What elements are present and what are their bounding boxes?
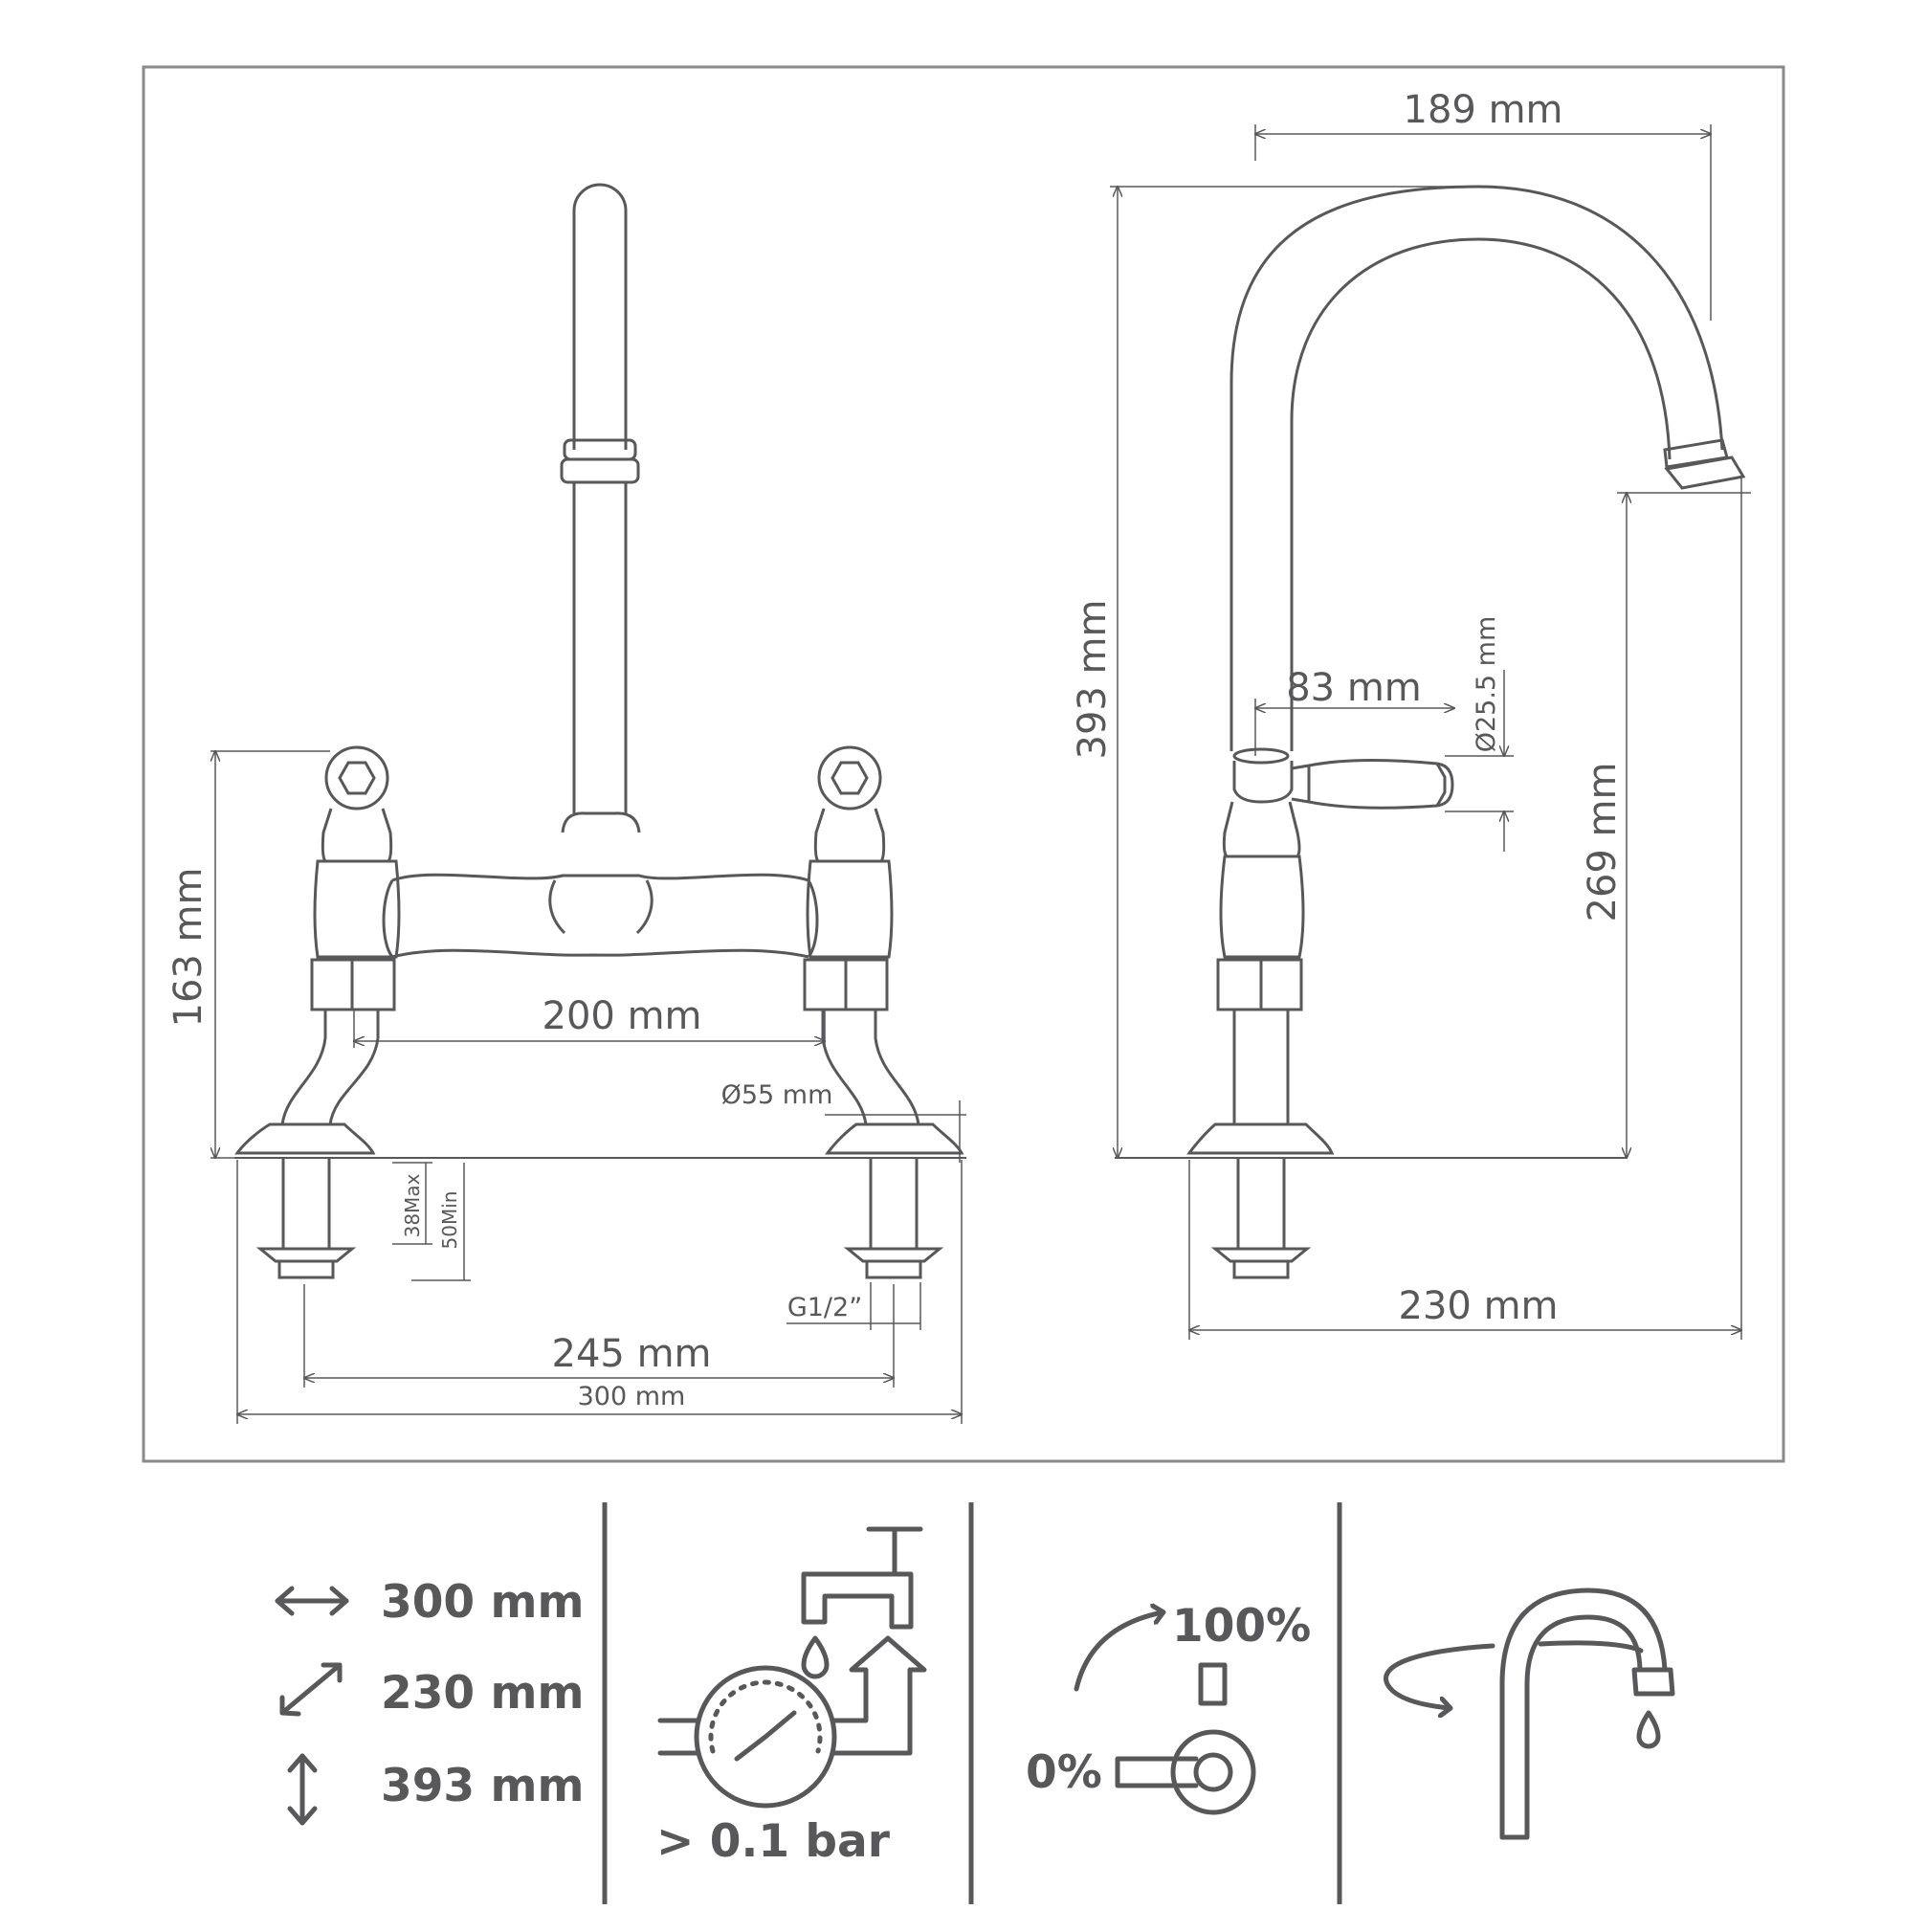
center-distance-label: 200 mm [543, 994, 702, 1038]
drawing-frame [142, 65, 1785, 1463]
spec-height-value: 393 mm [381, 1760, 584, 1812]
lever-length-label: 83 mm [1286, 666, 1422, 710]
horizontal-arrow-icon [275, 1586, 349, 1616]
spec-pressure-value: > 0.1 bar [656, 1815, 891, 1868]
lever-rotation-icon [1074, 1612, 1256, 1815]
max-deck-label: 38Max [401, 1173, 424, 1237]
side-view-tap [1186, 185, 1746, 1279]
swivel-spout-icon [1384, 1588, 1675, 1840]
spout-reach-label: 189 mm [1404, 88, 1563, 132]
spec-dividers [602, 1502, 1342, 1904]
vertical-arrow-icon [287, 1753, 318, 1826]
total-height-label: 393 mm [1071, 600, 1115, 760]
pressure-gauge-icon [657, 1526, 927, 1809]
spout-clearance-label: 269 mm [1581, 763, 1625, 922]
depth-label: 230 mm [1399, 1284, 1559, 1328]
front-view-tap [234, 183, 964, 1279]
diagonal-arrow-icon [279, 1662, 343, 1717]
lever-diameter-label: Ø25.5 mm [1472, 616, 1501, 753]
side-dimensions [1110, 124, 1751, 1340]
overall-width-label: 300 mm [578, 1382, 686, 1411]
connection-label: G1/2” [787, 1293, 862, 1322]
hole-spacing-label: 245 mm [552, 1332, 712, 1376]
front-height-label: 163 mm [166, 868, 210, 1028]
base-diameter-label: Ø55 mm [721, 1080, 833, 1110]
front-dimensions [210, 751, 966, 1424]
spec-depth-value: 230 mm [381, 1667, 584, 1720]
spec-width-value: 300 mm [381, 1576, 584, 1629]
lever-min-label: 0% [1026, 1746, 1102, 1799]
lever-max-label: 100% [1172, 1600, 1311, 1653]
min-deck-label: 50Min [438, 1191, 461, 1250]
